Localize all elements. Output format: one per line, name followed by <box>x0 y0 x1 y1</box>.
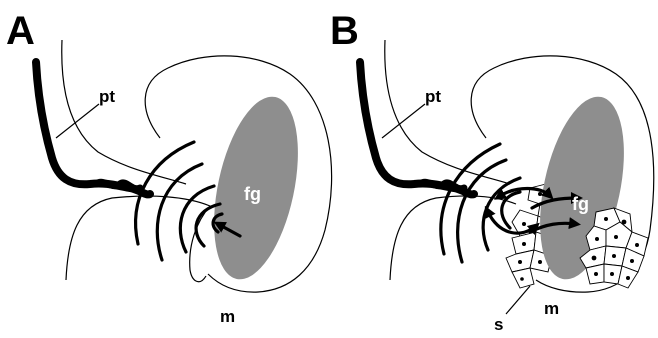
panel-b-pt-pointer <box>382 104 425 138</box>
panel-a-signal-arcs <box>136 142 222 260</box>
panel-b-signal-arcs <box>441 144 520 262</box>
panel-a-pharynx-outline <box>62 40 186 184</box>
panel-b-s-pointer <box>506 286 530 314</box>
panel-a: A pt fg m <box>6 9 332 326</box>
panel-b-letter: B <box>330 9 359 53</box>
panel-b-pharynx-outline <box>385 40 510 184</box>
panel-a-thick-contour <box>36 62 150 194</box>
panel-a-label-pt: pt <box>99 87 115 106</box>
panel-a-label-m: m <box>220 307 235 326</box>
panel-a-letter: A <box>6 9 35 53</box>
panel-a-label-fg: fg <box>244 184 261 204</box>
panel-b-thick-contour <box>360 62 474 194</box>
panel-a-pt-pointer <box>56 104 99 138</box>
panel-b: B <box>330 9 654 334</box>
panel-a-thick-contour-wave <box>96 182 140 189</box>
panel-b-label-s: s <box>494 315 503 334</box>
panel-b-thick-contour-wave <box>420 182 464 189</box>
panel-b-label-fg: fg <box>572 194 589 214</box>
panel-b-mesoderm-outline <box>390 196 516 280</box>
panel-b-label-m: m <box>544 299 559 318</box>
panel-b-label-pt: pt <box>425 87 441 106</box>
